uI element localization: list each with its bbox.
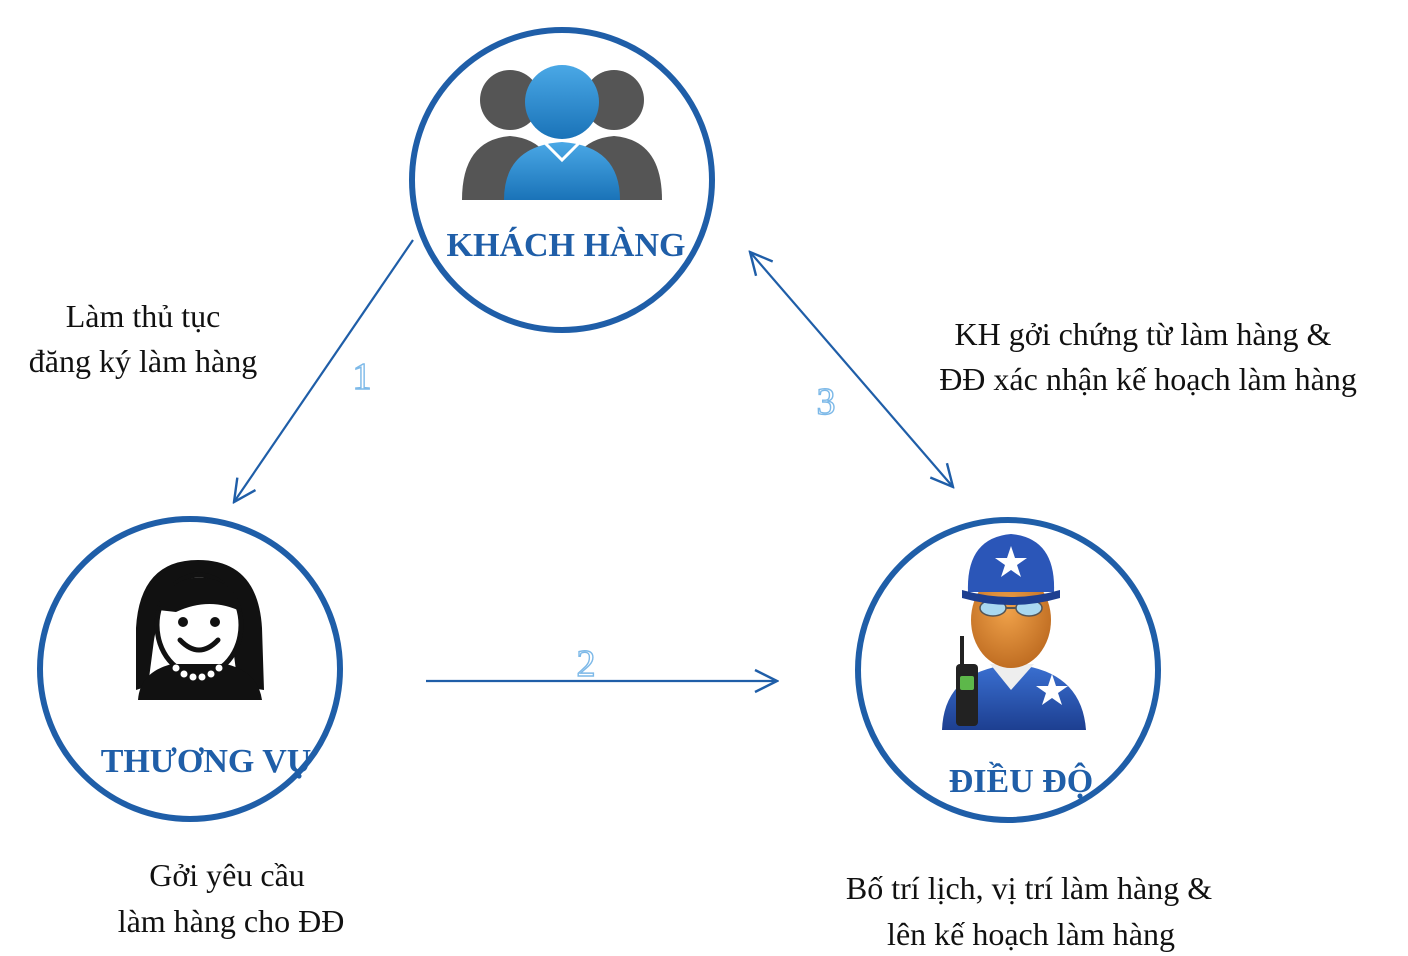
node-label-thuong-vu: THƯƠNG VỤ bbox=[101, 743, 312, 780]
caption-line: đăng ký làm hàng bbox=[29, 343, 257, 379]
caption-line: Gởi yêu cầu bbox=[149, 857, 305, 893]
caption-line: làm hàng cho ĐĐ bbox=[118, 903, 345, 939]
step-number-3: 3 bbox=[817, 381, 836, 423]
node-label-dieu-do: ĐIỀU ĐỘ bbox=[949, 761, 1094, 800]
customer-group-icon bbox=[462, 65, 662, 200]
caption-line: Bố trí lịch, vị trí làm hàng & bbox=[846, 870, 1212, 906]
caption-step-1: Làm thủ tục đăng ký làm hàng bbox=[29, 298, 257, 379]
caption-line: lên kế hoạch làm hàng bbox=[887, 916, 1175, 952]
step-number-2: 2 bbox=[577, 643, 596, 685]
caption-line: KH gởi chứng từ làm hàng & bbox=[955, 316, 1332, 352]
node-khach-hang: KHÁCH HÀNG bbox=[409, 27, 715, 333]
arrow-step-3 bbox=[750, 252, 953, 487]
caption-step-3: KH gởi chứng từ làm hàng & ĐĐ xác nhận k… bbox=[939, 316, 1357, 397]
caption-line: Làm thủ tục bbox=[66, 298, 221, 334]
caption-thuong-vu: Gởi yêu cầu làm hàng cho ĐĐ bbox=[118, 857, 345, 939]
node-dieu-do: ĐIỀU ĐỘ bbox=[855, 517, 1161, 823]
woman-avatar-icon bbox=[136, 560, 264, 700]
caption-dieu-do: Bố trí lịch, vị trí làm hàng & lên kế ho… bbox=[846, 870, 1212, 952]
step-number-1: 1 bbox=[353, 356, 372, 398]
arrow-step-1 bbox=[234, 239, 414, 502]
caption-line: ĐĐ xác nhận kế hoạch làm hàng bbox=[939, 361, 1357, 397]
node-label-khach-hang: KHÁCH HÀNG bbox=[447, 227, 686, 264]
dispatcher-guard-icon bbox=[942, 534, 1086, 730]
node-thuong-vu: THƯƠNG VỤ bbox=[37, 516, 343, 822]
